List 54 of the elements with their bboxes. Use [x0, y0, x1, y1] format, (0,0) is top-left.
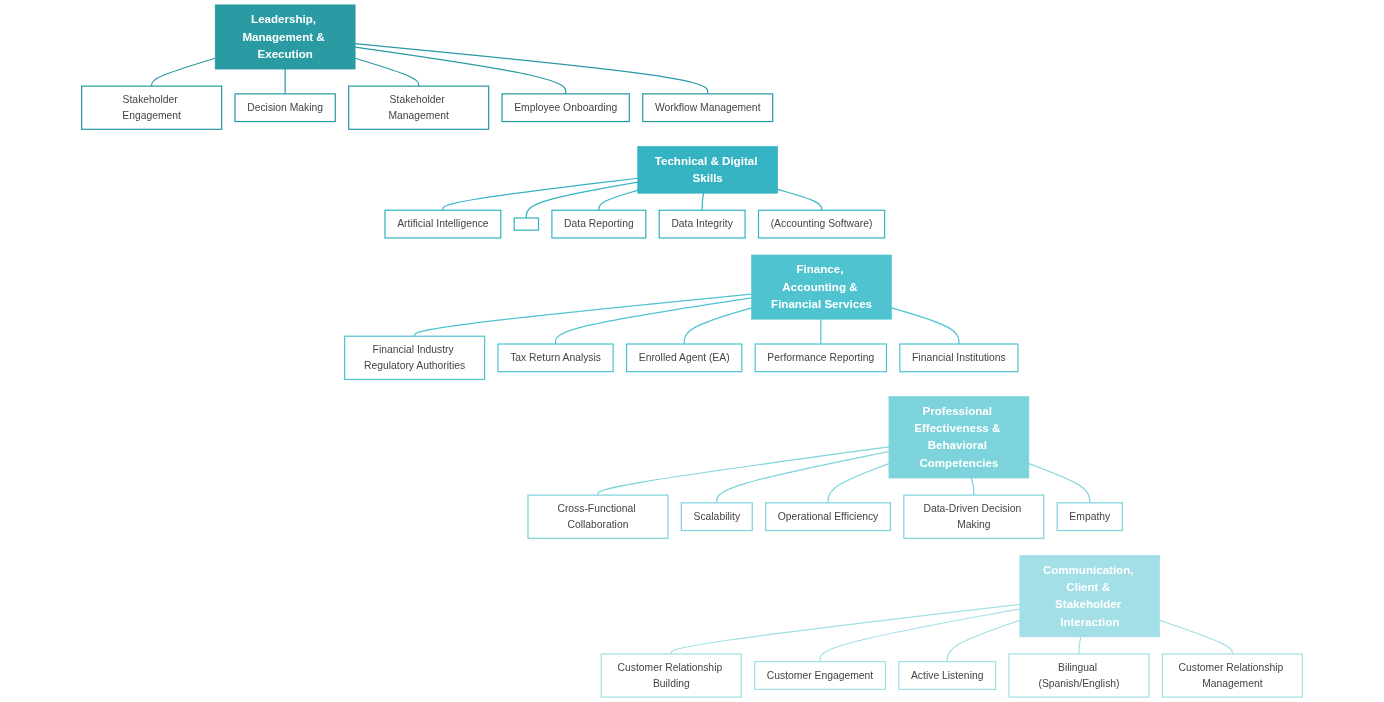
connector: [354, 43, 709, 95]
node-box: Workflow Management: [642, 93, 774, 123]
node-box: Decision Making: [234, 93, 336, 123]
node-box: Scalability: [680, 502, 753, 532]
node-box: Communication, Client & Stakeholder Interaction: [1019, 555, 1161, 638]
connector: [354, 57, 420, 87]
connector: [1078, 636, 1082, 655]
node-box: Data Reporting: [551, 209, 647, 239]
node-box: Employee Onboarding: [501, 93, 630, 123]
node-box: Customer Relationship Management: [1161, 653, 1303, 698]
node-box: Empathy: [1056, 502, 1123, 532]
node-box: Stakeholder Management: [348, 85, 490, 130]
connector: [1028, 463, 1091, 504]
connector: [1159, 619, 1233, 655]
connector: [827, 463, 890, 504]
node-box: Finance, Accounting & Financial Services: [751, 254, 892, 320]
node-box: Enrolled Agent (EA): [625, 343, 743, 373]
node-box: Data Integrity: [658, 209, 746, 239]
node-box: Performance Reporting: [754, 343, 888, 373]
connector: [354, 46, 567, 95]
connector: [598, 189, 639, 211]
connector: [890, 307, 960, 345]
connector: [284, 68, 286, 95]
node-box: Data-Driven Decision Making: [903, 494, 1045, 539]
connector: [670, 603, 1021, 655]
connector: [777, 188, 823, 211]
node-box: Financial Industry Regulatory Authorities: [344, 335, 486, 381]
connector: [701, 192, 705, 211]
node-box: Stakeholder Engagement: [81, 85, 223, 130]
connector: [151, 57, 216, 87]
connector: [442, 177, 639, 211]
node-box: Cross-Functional Collaboration: [527, 494, 669, 539]
node-box: Bilingual (Spanish/English): [1008, 653, 1150, 698]
node-box: Active Listening: [898, 661, 997, 690]
node-box: Technical & Digital Skills: [637, 146, 778, 194]
node-box: Professional Effectiveness & Behavioral Competencies: [888, 396, 1030, 479]
connector: [716, 450, 890, 504]
node-box: (Accounting Software): [757, 209, 886, 239]
node-box: Customer Relationship Building: [600, 653, 742, 698]
connector: [597, 446, 890, 496]
connector: [820, 318, 822, 345]
node-box: Operational Efficiency: [765, 502, 892, 532]
node-box: Customer Engagement: [754, 661, 886, 690]
connector: [683, 307, 753, 345]
node-box: Leadership, Management & Execution: [214, 4, 356, 70]
node-box: Tax Return Analysis: [497, 343, 614, 373]
connector: [819, 608, 1021, 663]
node-box: Artificial Intelligence: [384, 209, 502, 239]
connector: [525, 181, 639, 219]
node-box: [513, 217, 540, 231]
node-box: Financial Institutions: [899, 343, 1019, 373]
connector: [946, 619, 1021, 663]
connector: [554, 297, 753, 345]
connector: [414, 293, 753, 337]
